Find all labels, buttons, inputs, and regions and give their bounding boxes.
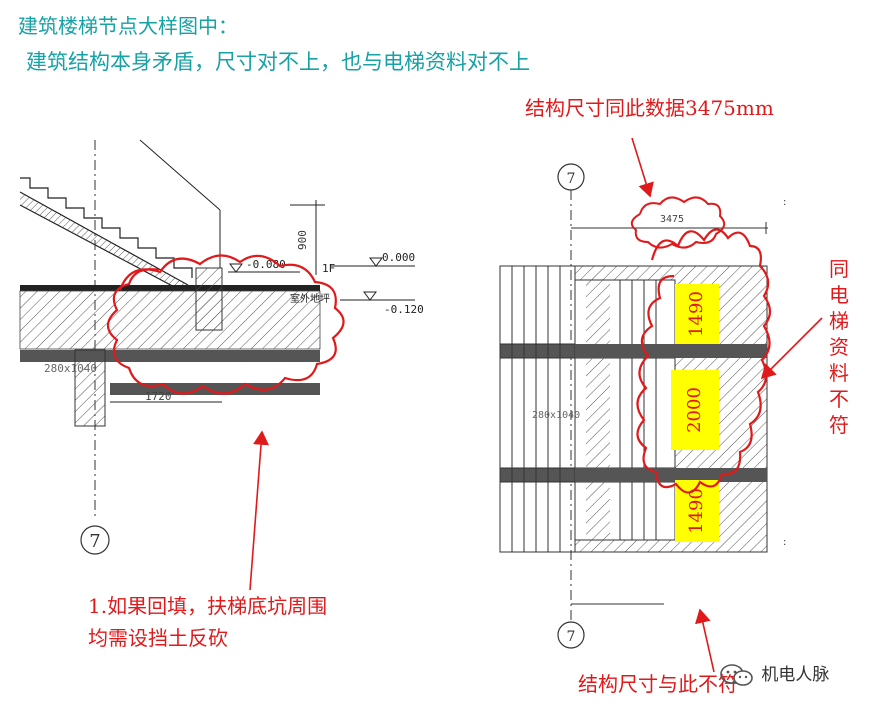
revision-cloud-3475 <box>630 196 726 249</box>
dim-900-label: 900 <box>296 230 309 250</box>
pit-wall <box>195 267 223 331</box>
right-annotation: 同电梯资料不符 <box>829 257 849 437</box>
pit-slab <box>110 383 320 395</box>
axis-label-left: 7 <box>89 531 100 552</box>
watermark-text: 机电人脉 <box>761 665 830 685</box>
ground-label: 室外地坪 <box>290 292 330 305</box>
arrow-right-note <box>760 317 823 380</box>
level-mark-neg0080 <box>229 263 243 273</box>
highlight-1-label: 1490 <box>686 291 707 337</box>
beam-label-left: 280x1040 <box>44 362 97 375</box>
header-line-2: 建筑结构本身矛盾，尺寸对不上，也与电梯资料对不上 <box>26 50 530 74</box>
arrow-bottom-note <box>695 608 715 673</box>
svg-text::: : <box>783 197 786 208</box>
beam-label-right: 280x1040 <box>532 410 580 421</box>
beam-left <box>74 349 106 427</box>
level-mark-neg0120 <box>363 291 377 301</box>
floor-slab <box>20 285 320 291</box>
left-section-drawing: 900 0.000 1F -0.080 -0.120 室外地坪 280x1040… <box>19 139 424 591</box>
highlight-box-2 <box>671 370 719 450</box>
axis-label-right-top: 7 <box>567 171 576 187</box>
revision-cloud-right <box>636 228 772 494</box>
highlight-3-label: 1490 <box>686 488 707 534</box>
level-0000-label: 0.000 <box>382 251 415 264</box>
ground-fill <box>19 290 321 350</box>
axis-label-right-bottom: 7 <box>567 629 576 645</box>
wechat-icon <box>720 664 753 686</box>
left-annotation-line1: 1.如果回填，扶梯底坑周围 <box>88 594 328 618</box>
left-annotation: 1.如果回填，扶梯底坑周围 均需设挡土反砍 <box>88 590 327 654</box>
right-plan-drawing: 7 7 2 <box>499 137 823 673</box>
header-line-1: 建筑楼梯节点大样图中： <box>18 14 238 38</box>
revision-cloud-left <box>106 254 345 395</box>
highlight-box-1 <box>675 284 719 344</box>
highlight-2-label: 2000 <box>684 387 705 433</box>
level-neg0120-label: -0.120 <box>384 303 424 316</box>
dim-1720-label: 1720 <box>145 390 172 403</box>
arrow-top-note <box>631 137 654 198</box>
watermark: 机电人脉 <box>718 660 829 687</box>
arrow-left-note <box>249 430 270 591</box>
floor-mark-label: 1F <box>322 262 335 275</box>
dim-3475-label: 3475 <box>660 214 684 225</box>
bottom-annotation: 结构尺寸与此不符 <box>578 672 738 696</box>
axis-bubble-right-bottom <box>557 621 585 649</box>
stair-slab <box>20 192 188 290</box>
stair-line <box>139 139 221 211</box>
axis-bubble-left <box>80 525 110 555</box>
beam-band-1 <box>575 344 767 358</box>
left-annotation-line2: 均需设挡土反砍 <box>88 626 228 650</box>
beam-band-2 <box>575 468 767 482</box>
lower-slab <box>20 350 320 362</box>
svg-text::: : <box>783 537 786 548</box>
top-annotation: 结构尺寸同此数据3475mm <box>525 96 774 120</box>
level-mark-0000 <box>369 257 383 267</box>
